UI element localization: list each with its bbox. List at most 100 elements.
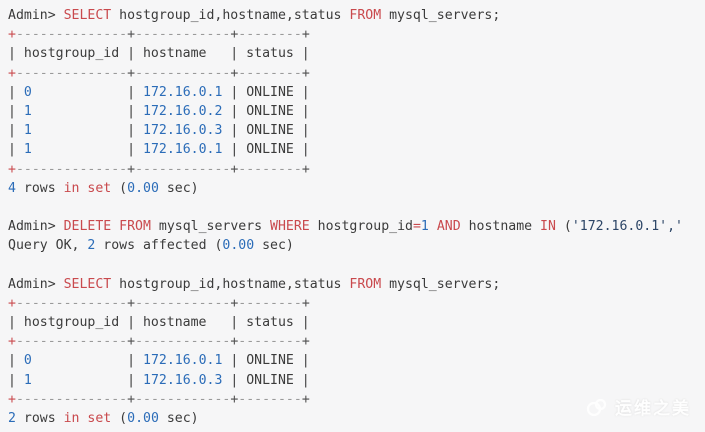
result-summary: 4 rows in set (0.00 sec)	[8, 179, 705, 198]
code-segment-plain: | ONLINE |	[222, 142, 310, 158]
code-segment-keyword: FROM	[349, 276, 382, 292]
code-segment-plain: mysql_servers;	[381, 8, 501, 23]
code-segment-plus: +	[301, 27, 310, 43]
code-segment-dash: ------------	[135, 391, 231, 407]
code-segment-plus: +	[301, 65, 310, 81]
code-segment-plain: |	[31, 84, 143, 100]
code-segment-number: 0.00	[222, 238, 255, 254]
blank-line	[8, 198, 705, 217]
code-segment-plus: +	[230, 391, 239, 407]
code-segment-dash: ------------	[135, 161, 231, 177]
code-segment-plain: (	[555, 219, 572, 235]
code-segment-dash: --------------	[15, 334, 128, 350]
code-segment-plus: +	[127, 161, 136, 177]
result-summary: 2 rows in set (0.00 sec)	[8, 409, 705, 428]
sql-select-query-1: Admin> SELECT hostgroup_id,hostname,stat…	[8, 6, 705, 25]
code-segment-plain: Admin>	[8, 219, 64, 235]
code-segment-dash: ------------	[135, 295, 231, 311]
code-segment-keyword: =	[412, 219, 421, 235]
code-segment-plain	[429, 219, 437, 234]
code-segment-plain: (	[111, 180, 128, 196]
table-data-row: | 1 | 172.16.0.2 | ONLINE |	[8, 102, 705, 121]
code-segment-plain: |	[8, 103, 24, 119]
code-segment-plain: rows affected (	[95, 238, 223, 254]
code-segment-number: 0	[23, 84, 32, 100]
code-segment-plain: | hostgroup_id | hostname | status |	[8, 315, 310, 330]
code-segment-keyword: FROM	[119, 219, 151, 235]
code-segment-plain: mysql_servers;	[381, 276, 501, 292]
code-segment-plus: +	[301, 334, 310, 350]
table-data-row: | 1 | 172.16.0.3 | ONLINE |	[8, 121, 705, 140]
code-segment-plain: | ONLINE |	[222, 103, 310, 119]
code-segment-plain: | ONLINE |	[222, 353, 310, 369]
code-segment-dash: --------	[238, 391, 302, 407]
code-segment-plain: hostgroup_id,hostname,status	[111, 276, 350, 292]
code-segment-number: 172.16.0.1	[143, 353, 223, 369]
code-segment-number: 4	[8, 180, 16, 196]
code-segment-plus: +	[127, 295, 136, 311]
code-segment-plain: sec)	[254, 238, 294, 254]
code-segment-plain: |	[31, 142, 143, 158]
code-segment-plus: +	[301, 391, 310, 407]
table-header-row: | hostgroup_id | hostname | status |	[8, 313, 705, 332]
code-segment-plain: Query OK,	[8, 238, 88, 254]
code-segment-plus: +	[301, 295, 310, 311]
code-segment-plain: |	[31, 103, 143, 119]
code-segment-plain: |	[31, 123, 143, 139]
code-segment-keyword: WHERE	[270, 219, 310, 235]
code-segment-dash: --------	[238, 334, 302, 350]
code-segment-plain: rows	[15, 180, 64, 196]
code-segment-number: 1	[420, 219, 429, 235]
code-segment-dash: ------------	[135, 334, 231, 350]
code-segment-keyword: SELECT	[63, 276, 112, 292]
code-segment-plus: +	[127, 65, 136, 81]
code-segment-keyword: DELETE	[63, 219, 112, 235]
table-border: +--------------+------------+--------+	[8, 25, 705, 44]
code-segment-dash: --------------	[15, 65, 128, 81]
code-segment-plain: (	[111, 410, 128, 426]
code-segment-plain: |	[8, 353, 24, 369]
code-segment-keyword: in set	[63, 180, 112, 196]
code-segment-plus: +	[230, 65, 239, 81]
code-segment-plain: hostgroup_id	[309, 219, 413, 235]
code-segment-keyword: +	[8, 334, 16, 350]
code-segment-plain: Admin>	[8, 8, 64, 23]
code-segment-plain: |	[8, 123, 24, 139]
table-border: +--------------+------------+--------+	[8, 390, 705, 409]
code-segment-dash: --------------	[15, 391, 128, 407]
code-segment-plain	[111, 219, 119, 234]
table-border: +--------------+------------+--------+	[8, 294, 705, 313]
code-segment-dash: --------	[238, 27, 302, 43]
code-segment-plain: | hostgroup_id | hostname | status |	[8, 46, 310, 62]
code-segment-number: 1	[23, 142, 32, 158]
code-segment-plus: +	[127, 391, 136, 407]
code-segment-number: 1	[23, 372, 32, 388]
code-segment-plus: +	[230, 161, 239, 177]
table-data-row: | 0 | 172.16.0.1 | ONLINE |	[8, 351, 705, 370]
code-segment-plain: |	[8, 142, 24, 158]
code-segment-number: 1	[23, 123, 32, 139]
code-segment-number: 0.00	[127, 180, 159, 196]
code-segment-string: '172.16.0.1','	[571, 219, 683, 235]
code-segment-plain: |	[8, 372, 24, 388]
code-segment-keyword: +	[8, 295, 16, 311]
code-segment-plus: +	[127, 27, 136, 43]
code-segment-plain: | ONLINE |	[222, 123, 310, 139]
code-segment-plain: Admin>	[8, 276, 64, 292]
sql-select-query-2: Admin> SELECT hostgroup_id,hostname,stat…	[8, 275, 705, 294]
table-data-row: | 1 | 172.16.0.3 | ONLINE |	[8, 371, 705, 390]
code-segment-plain: |	[31, 372, 143, 388]
code-segment-keyword: in set	[63, 410, 112, 426]
code-segment-plain: |	[31, 353, 143, 369]
code-segment-number: 172.16.0.1	[143, 142, 223, 158]
code-segment-keyword: FROM	[349, 8, 382, 23]
code-segment-plain: |	[8, 84, 24, 100]
table-border: +--------------+------------+--------+	[8, 332, 705, 351]
code-segment-number: 172.16.0.3	[143, 372, 223, 388]
query-ok-message: Query OK, 2 rows affected (0.00 sec)	[8, 236, 705, 255]
code-segment-keyword: +	[8, 391, 16, 407]
code-segment-keyword: IN	[540, 219, 556, 235]
code-segment-keyword: +	[8, 27, 16, 43]
code-segment-number: 2	[8, 410, 16, 426]
